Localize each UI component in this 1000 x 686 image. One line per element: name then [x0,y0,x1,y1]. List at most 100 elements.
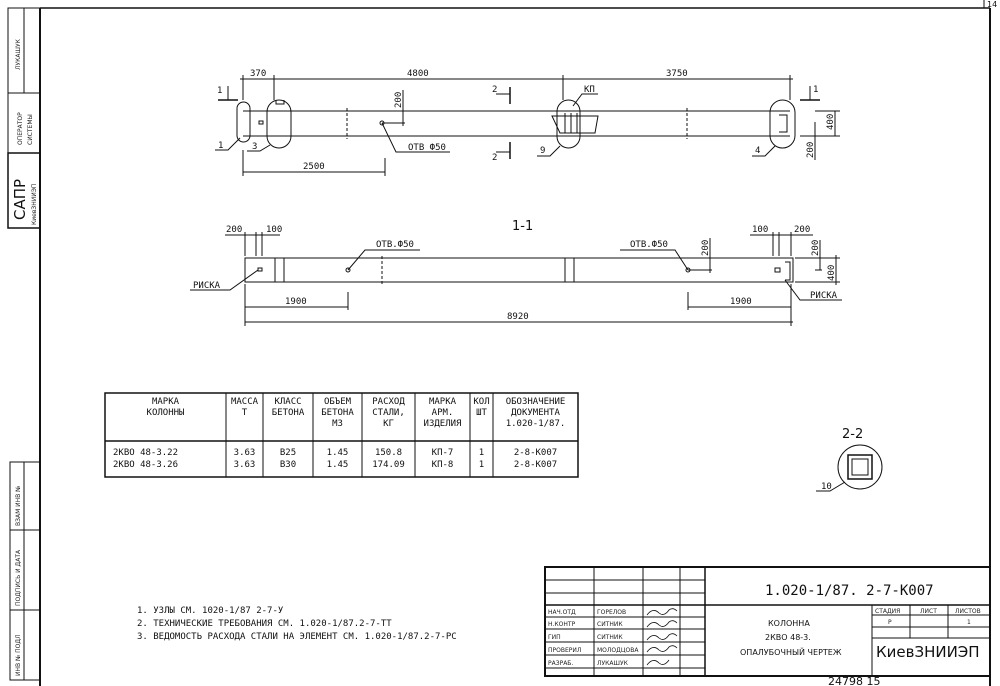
hole-label: ОТВ Ф50 [408,143,446,153]
dim-100-right: 100 [752,225,768,235]
dim-200-right: 200 [794,225,810,235]
title-line-3: ОПАЛУБОЧНЫЙ ЧЕРТЕЖ [740,646,842,657]
table-cell: 1 [479,460,484,470]
dim-200-side: 200 [811,240,821,256]
notes: 1. УЗЛЫ СМ. 1020-1/87 2-7-У 2. ТЕХНИЧЕСК… [137,606,457,642]
name-2: СИТНИК [597,634,623,641]
note-1: 1. УЗЛЫ СМ. 1020-1/87 2-7-У [137,606,284,616]
table-header-cell: КОЛ [473,397,489,407]
section-mark-2-bottom: 2 [492,153,497,163]
note-3: 3. ВЕДОМОСТЬ РАСХОДА СТАЛИ НА ЭЛЕМЕНТ СМ… [137,632,457,642]
archive-number: 24798 15 [828,675,881,686]
table-cell: 2-8-К007 [514,448,557,458]
table-cell: 2-8-К007 [514,460,557,470]
table-border [104,392,579,478]
dim-400: 400 [826,114,836,130]
sheets-label: ЛИСТОВ [955,608,981,615]
section-2-2: 2-2 10 [816,427,883,492]
stamp-sign-date: ПОДПИСЬ И ДАТА [15,549,22,606]
stamp-system: СИСТЕМЫ [27,114,34,145]
table-cell: 3.63 [234,448,256,458]
section-1-1-title: 1-1 [512,219,533,234]
role-3: ПРОВЕРИЛ [548,647,581,654]
role-0: НАЧ.ОТД [548,609,576,616]
stamp-org: КиевЗНИИЭП [31,184,38,225]
section-mark-1-left: 1 [217,86,222,96]
hole-label-left: ОТВ.Ф50 [376,240,414,250]
table-cell: 2КВО 48-3.22 [113,448,178,458]
mark-label-right: РИСКА [810,291,838,301]
sheet-label: ЛИСТ [920,608,937,615]
signatures [646,608,678,666]
table-header-cell: СТАЛИ, [372,408,405,418]
section-2-2-title: 2-2 [842,427,863,442]
dim-200-hole-right: 200 [701,240,711,256]
table-header-cell: БЕТОНА [321,408,354,418]
hole-label-right: ОТВ.Ф50 [630,240,668,250]
name-1: СИТНИК [597,621,623,628]
stamp-replace-inv: ВЗАМ ИНВ № [15,486,22,526]
table-header-cell: КГ [383,419,394,429]
table-cell: 1.45 [327,448,349,458]
table-cell: 1.45 [327,460,349,470]
table-cell: 150.8 [375,448,402,458]
dim-200-hole: 200 [394,92,404,108]
callout-3: 3 [252,142,257,152]
callout-9: 9 [540,146,545,156]
name-3: МОЛОДЦОВА [597,647,639,654]
table-cell: 3.63 [234,460,256,470]
side-stamp: ЛУКАШУК ОПЕРАТОР СИСТЕМЫ САПР КиевЗНИИЭП… [7,7,41,681]
mark-label-left: РИСКА [193,281,221,291]
table-header-cell: БЕТОНА [272,408,305,418]
stage-label: СТАДИЯ [875,608,900,615]
table-header-cell: М3 [332,419,343,429]
table-header-cell: МАРКА [429,397,457,407]
dim-1900-right: 1900 [730,297,752,307]
table-header-cell: 1.020-1/87. [506,419,566,429]
doc-code: 1.020-1/87. 2-7-К007 [765,583,934,599]
stamp-operator: ОПЕРАТОР [17,112,24,145]
dim-4800: 4800 [407,69,429,79]
sheet-number: 14 [987,0,997,9]
table-cell: В25 [280,448,296,458]
dim-2500: 2500 [303,162,325,172]
title-line-2: 2КВО 48-3. [765,633,811,642]
stamp-author: ЛУКАШУК [15,38,22,70]
callout-oval-9 [556,99,581,149]
section-1-1: 1-1 200 100 100 200 ОТВ.Ф50 ОТВ.Ф50 200 … [190,219,842,326]
stamp-inv-orig: ИНВ № ПОДЛ [15,634,22,676]
name-0: ГОРЕЛОВ [597,609,626,616]
table-cell: 174.09 [372,460,405,470]
table-cell: 2КВО 48-3.26 [113,460,178,470]
callout-oval-1 [236,101,251,143]
dim-1900-left: 1900 [285,297,307,307]
dim-200-right: 200 [806,142,816,158]
table-header-cell: МАССА [231,397,259,407]
role-4: РАЗРАБ. [548,660,573,667]
dim-3750: 3750 [666,69,688,79]
role-2: ГИП [548,634,561,641]
spec-table: МАРКАКОЛОННЫМАССАТКЛАССБЕТОНАОБЪЕМБЕТОНА… [104,392,579,478]
callout-1: 1 [218,141,223,151]
table-cell: КП-8 [432,460,454,470]
note-2: 2. ТЕХНИЧЕСКИЕ ТРЕБОВАНИЯ СМ. 1.020-1/87… [137,619,392,629]
role-1: Н.КОНТР [548,621,576,628]
kp-label: КП [584,85,595,95]
callout-4: 4 [755,146,760,156]
table-header-cell: АРМ. [432,408,454,418]
org-name: КиевЗНИИЭП [876,643,980,661]
table-cell: В30 [280,460,296,470]
callout-oval-3 [266,99,292,149]
table-header-cell: Т [242,408,248,418]
stamp-sapr: САПР [11,179,29,220]
section-mark-1-right: 1 [813,85,818,95]
stage-value: Р [888,619,892,626]
table-header-cell: КОЛОННЫ [147,408,185,418]
table-header-cell: ОБЪЕМ [324,397,352,407]
table-header-cell: ИЗДЕЛИЯ [424,419,462,429]
dim-200-left: 200 [226,225,242,235]
table-header-cell: КЛАСС [274,397,301,407]
table-header-cell: ДОКУМЕНТА [511,408,560,418]
callout-10: 10 [821,482,832,492]
